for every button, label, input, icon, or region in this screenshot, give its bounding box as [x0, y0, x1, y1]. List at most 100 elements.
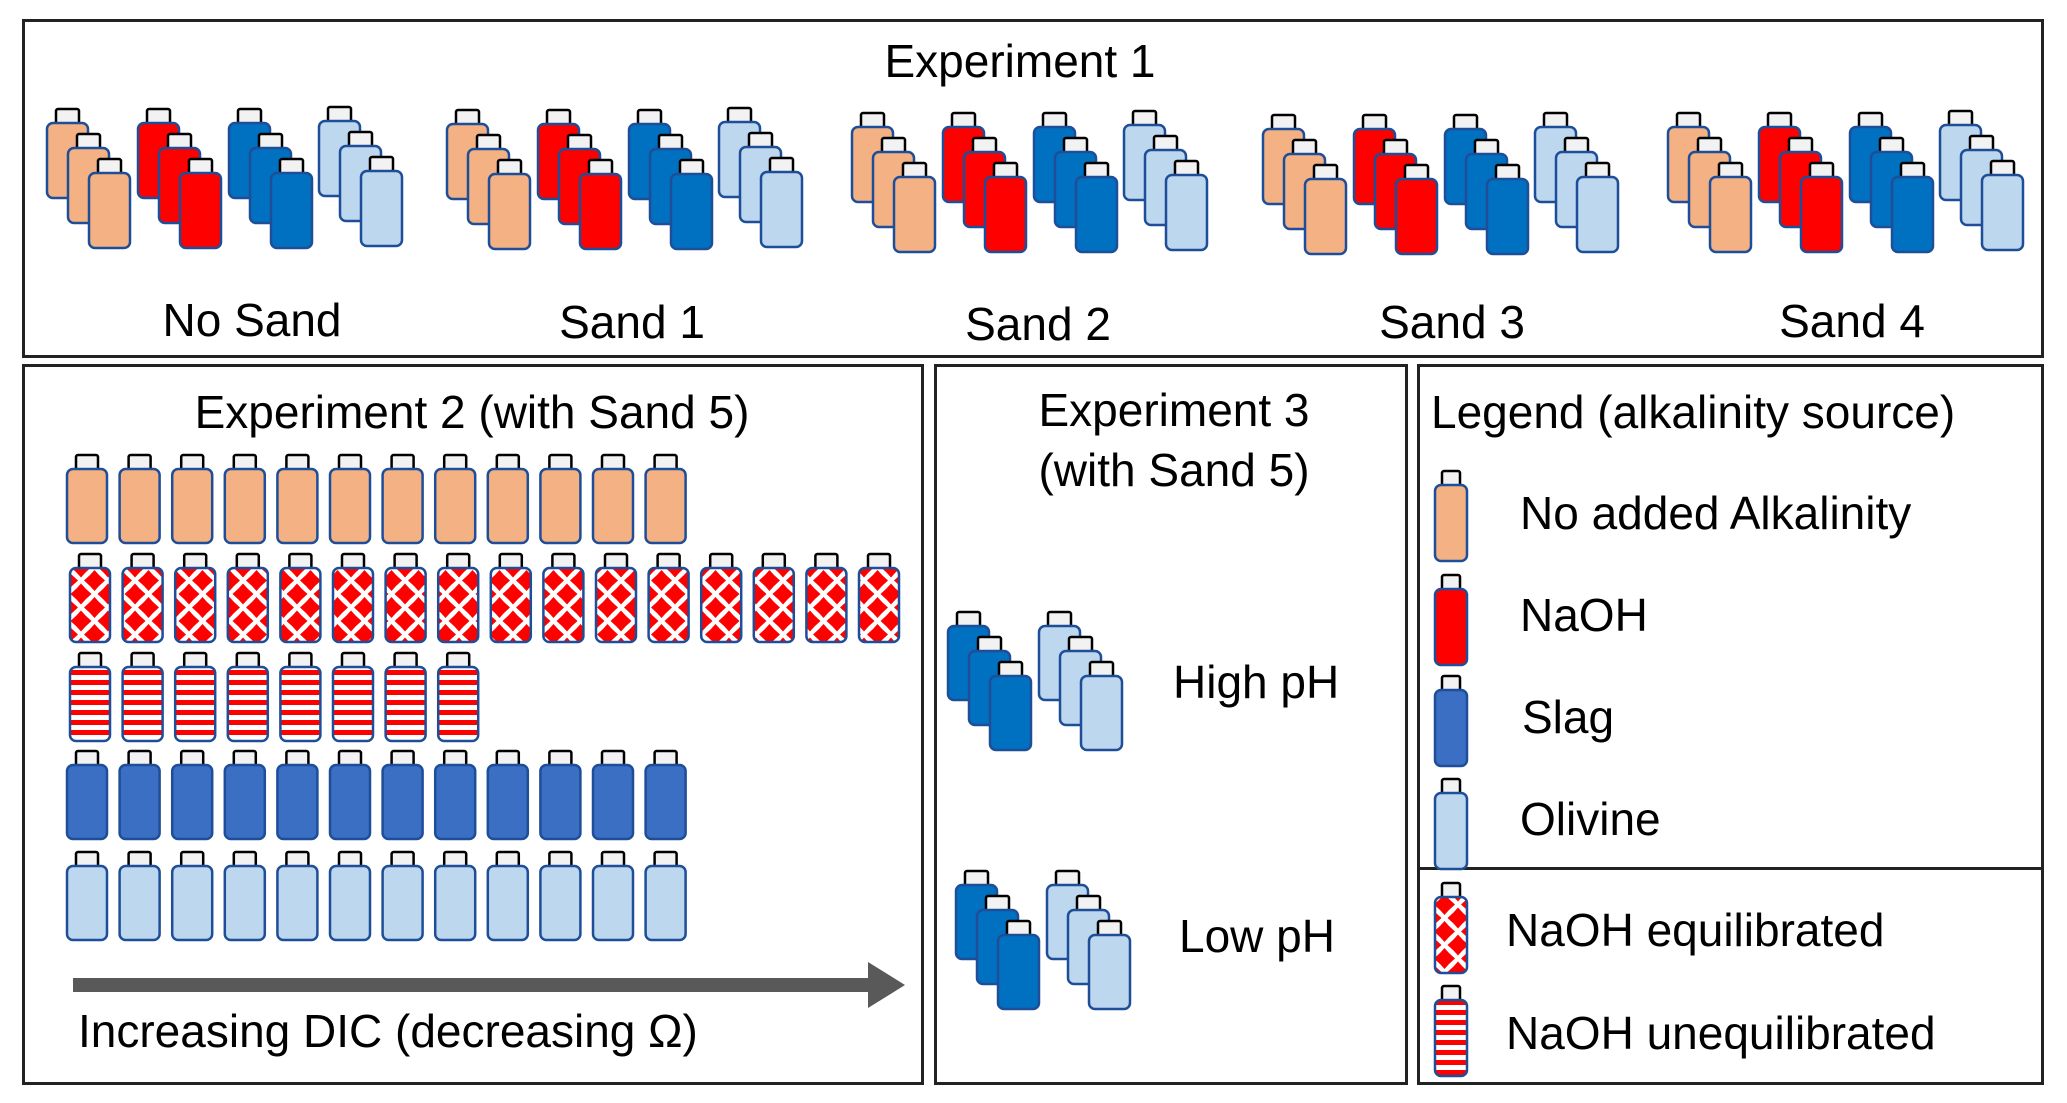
- experiment1-title: Experiment 1: [884, 35, 1156, 87]
- legend-divider: [1417, 867, 2044, 870]
- exp2-bottle-olivine-icon: [170, 850, 214, 942]
- bottle-stack-naoh-icon: [983, 161, 1028, 254]
- legend-panel: [1417, 364, 2044, 1085]
- exp2-bottle-slag-icon: [539, 749, 582, 841]
- bottle-body: [857, 566, 901, 644]
- exp2-bottle-naoh-equilibrated-icon: [121, 552, 164, 644]
- dic-arrow-label: Increasing DIC (decreasing Ω): [78, 1005, 698, 1057]
- bottle-body: [1303, 177, 1348, 256]
- bottle-body: [539, 467, 582, 545]
- bottle-body: [276, 763, 319, 841]
- bottle-stack-no-alkalinity-icon: [1708, 161, 1753, 254]
- bottle-body: [1890, 175, 1935, 254]
- exp2-bottle-naoh-equilibrated-icon: [699, 552, 743, 644]
- bottle-body: [433, 467, 477, 545]
- exp2-bottle-naoh-unequilibrated-icon: [121, 651, 164, 743]
- legend-label-slag: Slag: [1522, 691, 1615, 743]
- bottle-body: [223, 864, 267, 942]
- group-label: No Sand: [162, 294, 342, 346]
- bottle-body: [486, 864, 530, 942]
- bottle-body: [591, 864, 635, 942]
- legend-label-naoh-unequilibrated: NaOH unequilibrated: [1506, 1007, 1936, 1059]
- exp2-bottle-olivine-icon: [591, 850, 635, 942]
- legend-bottle-naoh-equilibrated-icon: [1433, 881, 1469, 975]
- bottle-body: [996, 933, 1041, 1011]
- bottle-body: [591, 763, 635, 841]
- exp2-bottle-naoh-unequilibrated-icon: [279, 651, 322, 743]
- bottle-stack-olivine-icon: [1980, 159, 2025, 252]
- exp2-bottle-naoh-equilibrated-icon: [542, 552, 585, 644]
- bottle-stack-olivine-icon: [1079, 660, 1124, 752]
- exp2-bottle-no-alkalinity-icon: [644, 453, 687, 545]
- exp2-bottle-olivine-icon: [381, 850, 424, 942]
- bottle-stack-no-alkalinity-icon: [1303, 163, 1348, 256]
- bottle-stack-slag-dark-icon: [1890, 161, 1935, 254]
- bottle-body: [1433, 587, 1469, 667]
- legend-label-naoh-equilibrated: NaOH equilibrated: [1506, 904, 1885, 956]
- bottle-body: [1433, 483, 1469, 563]
- bottle-body: [1433, 688, 1469, 768]
- bottle-body: [65, 763, 109, 841]
- bottle-body: [669, 172, 714, 251]
- bottle-body: [328, 864, 372, 942]
- bottle-body: [381, 864, 424, 942]
- bottle-body: [1799, 175, 1844, 254]
- bottle-body: [68, 566, 112, 644]
- bottle-body: [983, 175, 1028, 254]
- bottle-body: [1708, 175, 1753, 254]
- exp2-bottle-naoh-unequilibrated-icon: [331, 651, 375, 743]
- bottle-body: [1079, 674, 1124, 752]
- exp2-bottle-no-alkalinity-icon: [591, 453, 635, 545]
- exp2-bottle-olivine-icon: [65, 850, 109, 942]
- legend-bottle-slag-icon: [1433, 674, 1469, 768]
- bottle-stack-naoh-icon: [1799, 161, 1844, 254]
- group-label: Sand 2: [965, 298, 1111, 350]
- exp2-bottle-naoh-equilibrated-icon: [173, 552, 217, 644]
- exp2-bottle-naoh-equilibrated-icon: [647, 552, 690, 644]
- exp2-bottle-no-alkalinity-icon: [381, 453, 424, 545]
- legend-bottle-olivine-icon: [1433, 777, 1469, 871]
- exp2-bottle-naoh-equilibrated-icon: [436, 552, 480, 644]
- bottle-stack-slag-dark-icon: [1485, 163, 1530, 256]
- bottle-body: [68, 665, 112, 743]
- condition-label-low-ph: Low pH: [1179, 910, 1335, 962]
- exp2-bottle-naoh-equilibrated-icon: [68, 552, 112, 644]
- bottle-body: [759, 170, 804, 249]
- legend-label-olivine: Olivine: [1520, 793, 1661, 845]
- bottle-body: [486, 467, 530, 545]
- bottle-body: [644, 467, 687, 545]
- bottle-body: [223, 763, 267, 841]
- bottle-body: [328, 467, 372, 545]
- bottle-body: [752, 566, 796, 644]
- exp2-bottle-slag-icon: [644, 749, 687, 841]
- bottle-body: [591, 467, 635, 545]
- legend-label-naoh: NaOH: [1520, 589, 1648, 641]
- bottle-body: [436, 566, 480, 644]
- exp2-bottle-no-alkalinity-icon: [118, 453, 161, 545]
- bottle-body: [1164, 173, 1209, 252]
- bottle-body: [178, 171, 223, 250]
- bottle-body: [1980, 173, 2025, 252]
- bottle-stack-slag-dark-icon: [1074, 161, 1119, 254]
- exp2-bottle-slag-icon: [328, 749, 372, 841]
- bottle-body: [644, 864, 687, 942]
- bottle-body: [1074, 175, 1119, 254]
- exp2-bottle-no-alkalinity-icon: [433, 453, 477, 545]
- bottle-body: [223, 467, 267, 545]
- group-label: Sand 4: [1779, 295, 1925, 347]
- exp2-bottle-naoh-unequilibrated-icon: [173, 651, 217, 743]
- bottle-stack-no-alkalinity-icon: [87, 157, 132, 250]
- bottle-body: [384, 665, 427, 743]
- bottle-stack-slag-dark-icon: [669, 158, 714, 251]
- bottle-stack-naoh-icon: [578, 158, 623, 251]
- bottle-body: [170, 864, 214, 942]
- bottle-body: [118, 467, 161, 545]
- bottle-body: [1433, 791, 1469, 871]
- exp2-bottle-slag-icon: [276, 749, 319, 841]
- legend-bottle-naoh-unequilibrated-icon: [1433, 984, 1469, 1078]
- exp2-bottle-slag-icon: [591, 749, 635, 841]
- bottle-body: [539, 763, 582, 841]
- bottle-body: [433, 763, 477, 841]
- bottle-body: [65, 467, 109, 545]
